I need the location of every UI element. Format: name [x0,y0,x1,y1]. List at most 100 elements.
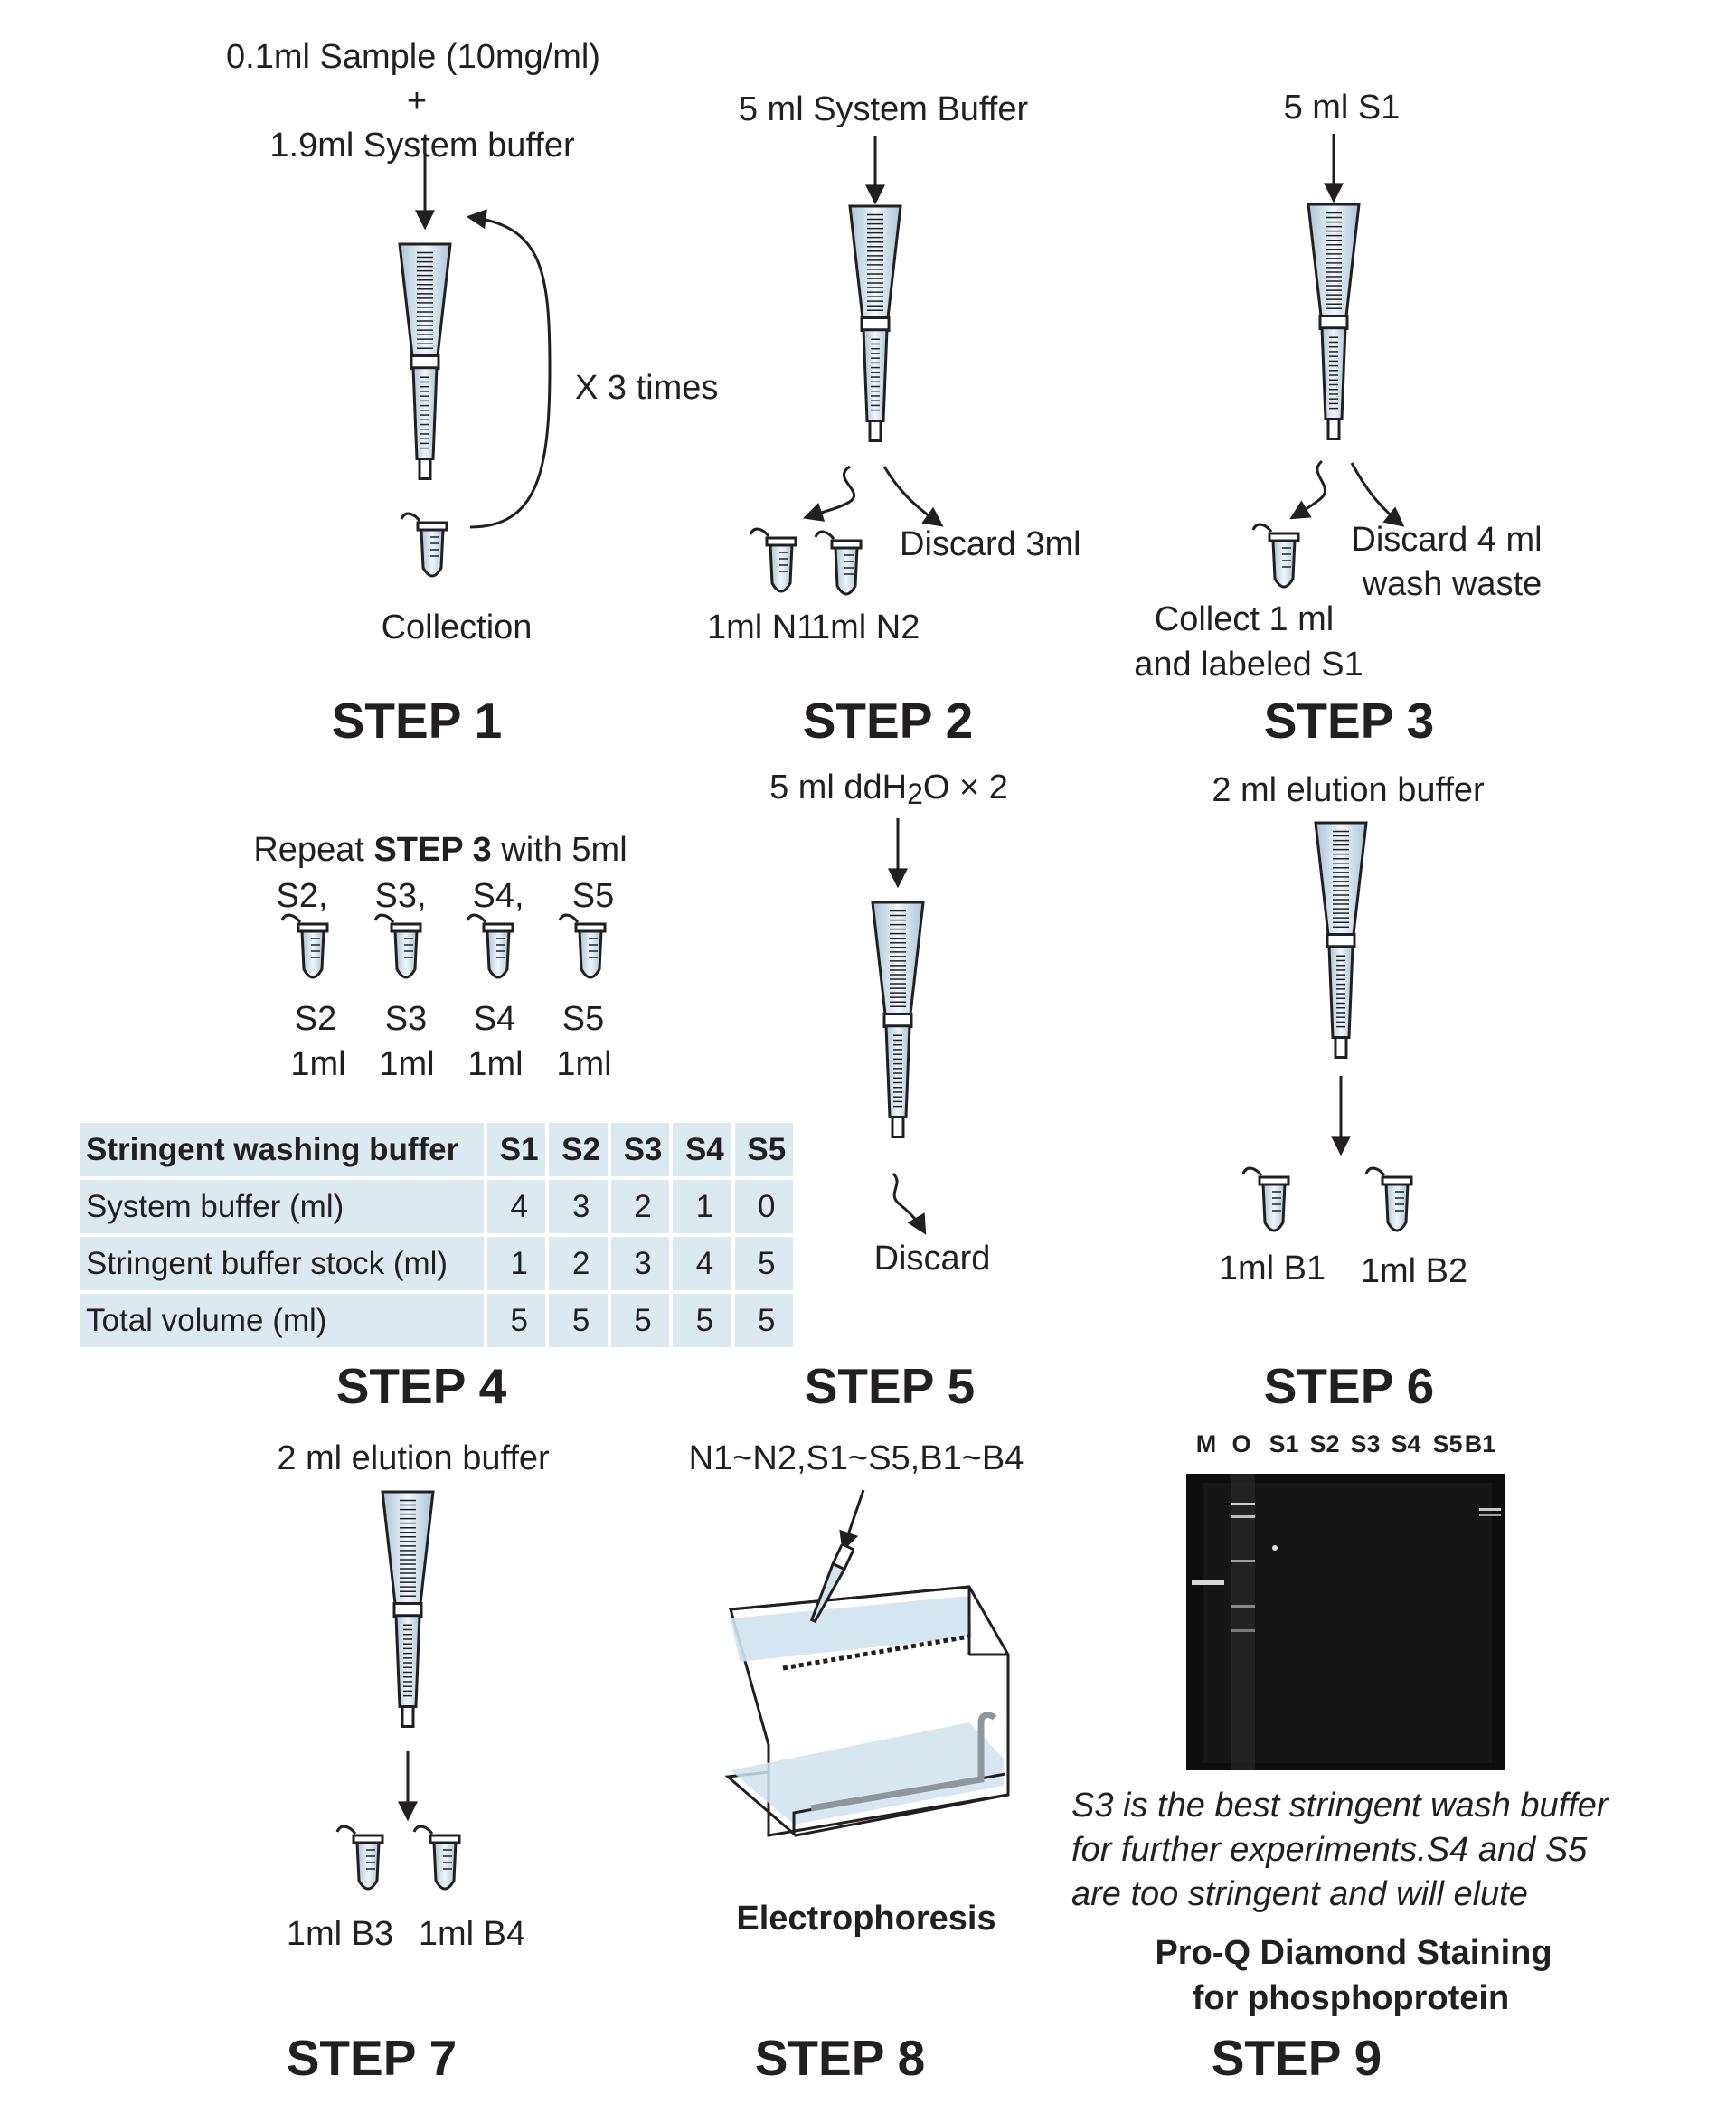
arrow [882,466,944,527]
sample-band [1231,1503,1255,1505]
step2-input: 5 ml System Buffer [738,90,1029,128]
step4-tube-volume: 1ml [467,1045,524,1083]
step1-input-line1: 0.1ml Sample (10mg/ml) [226,38,600,76]
table-row: Total volume (ml) 5 5 5 5 5 [77,1290,797,1351]
microcentrifuge-tube [373,913,422,979]
gel-lane-label: S1 [1269,1430,1299,1457]
spin-column-step3 [1307,203,1361,440]
microcentrifuge-tube [466,913,514,979]
step8-heading: STEP 8 [754,2030,926,2086]
step2-tube1-label: 1ml N1 [707,608,816,646]
stringent-buffer-table: Stringent washing buffer S1 S2 S3 S4 S5 … [77,1119,797,1351]
microcentrifuge-tube [1364,1166,1413,1232]
gel-lane-label: M [1195,1430,1217,1457]
spin-column-step7 [381,1490,435,1728]
sample-band [1479,1514,1501,1516]
step4-solution: S4, [472,877,524,915]
step6-tube2-label: 1ml B2 [1360,1252,1468,1290]
table-header-row: Stringent washing buffer S1 S2 S3 S4 S5 [77,1119,797,1180]
step9-note-line2: for further experiments.S4 and S5 [1071,1831,1588,1869]
wavy-arrow [892,1172,927,1235]
table-cell: 2 [545,1233,611,1294]
microcentrifuge-tube [412,1825,461,1891]
step1-input-line2: 1.9ml System buffer [269,127,575,165]
step7-input: 2 ml elution buffer [277,1439,550,1477]
table-cell: 0 [731,1176,797,1237]
table-cell: 5 [731,1233,797,1294]
table-cell: 3 [607,1233,674,1294]
step8-caption: Electrophoresis [736,1900,996,1938]
gel-image [1186,1474,1505,1770]
gel-lane-label: B1 [1464,1430,1496,1457]
step4-tube-name: S4 [473,1000,516,1038]
step2-discard: Discard 3ml [900,525,1081,563]
table-cell: 3 [545,1176,611,1237]
step4-solution: S5 [571,877,615,915]
step8-samples: N1~N2,S1~S5,B1~B4 [688,1439,1024,1477]
sample-band [1231,1560,1255,1562]
spin-column-step2 [848,204,902,442]
step5-discard: Discard [873,1240,991,1278]
table-header-cell: S4 [669,1119,735,1180]
table-header-cell: S5 [731,1119,797,1180]
arrow [1350,462,1405,527]
sample-band [1231,1515,1255,1518]
step1-collection-label: Collection [381,608,533,646]
spin-column-step1 [398,242,452,480]
spin-column-step6 [1314,821,1368,1059]
sample-band [1231,1629,1255,1632]
step4-tube-volume: 1ml [556,1045,612,1083]
step4-repeat-pre: Repeat [253,831,374,869]
table-cell: 4 [483,1176,550,1237]
step5-input-subscript: 2 [907,778,923,810]
table-row-label: Stringent buffer stock (ml) [77,1233,487,1294]
step9-stain-line1: Pro-Q Diamond Staining [1155,1934,1552,1972]
step4-tube-volume: 1ml [290,1045,346,1083]
step3-heading: STEP 3 [1263,693,1435,749]
spin-column-step5 [871,901,925,1138]
step6-input: 2 ml elution buffer [1212,771,1485,809]
table-cell: 2 [607,1176,674,1237]
step4-tube-name: S2 [294,1000,337,1038]
step6-tube1-label: 1ml B1 [1218,1250,1326,1288]
table-cell: 5 [545,1290,611,1351]
step3-discard-line1: Discard 4 ml [1351,521,1543,559]
table-cell: 1 [483,1233,550,1294]
tube-layer [381,203,1368,1728]
step4-repeat-step: STEP 3 [373,831,492,869]
microtube-layer [280,512,1413,1891]
step3-collect-line2: and labeled S1 [1134,646,1363,684]
step7-tube2-label: 1ml B4 [418,1915,526,1953]
gel-lane-label: S2 [1309,1430,1340,1457]
marker-band [1192,1580,1224,1585]
table-header-cell: S2 [545,1119,611,1180]
step2-heading: STEP 2 [802,693,974,749]
table-header-cell: S1 [483,1119,550,1180]
microcentrifuge-tube [1251,523,1300,589]
step4-repeat-post: with 5ml [491,831,627,869]
sample-band [1479,1508,1501,1511]
step7-heading: STEP 7 [286,2030,458,2086]
recycle-arrow [466,209,552,529]
microcentrifuge-tube [558,913,607,979]
table-cell: 5 [483,1290,550,1351]
step1-heading: STEP 1 [331,693,503,749]
wavy-arrow [802,465,856,522]
electrophoresis-tank [724,1543,1010,1837]
table-row-label: Total volume (ml) [77,1290,487,1351]
step3-discard-line2: wash waste [1362,565,1543,603]
microcentrifuge-tube [1241,1166,1290,1232]
step2-tube2-label: 1ml N2 [811,608,920,646]
microcentrifuge-tube [280,913,329,979]
step9-heading: STEP 9 [1211,2030,1382,2086]
table-cell: 5 [607,1290,674,1351]
step4-solution: S2, [276,877,328,915]
step1-input-plus: + [406,82,428,120]
step4-solution: S3, [374,877,427,915]
table-row: Stringent buffer stock (ml) 1 2 3 4 5 [77,1233,797,1294]
table-header-cell: S3 [607,1119,674,1180]
table-cell: 4 [669,1233,735,1294]
step5-heading: STEP 5 [804,1358,976,1414]
